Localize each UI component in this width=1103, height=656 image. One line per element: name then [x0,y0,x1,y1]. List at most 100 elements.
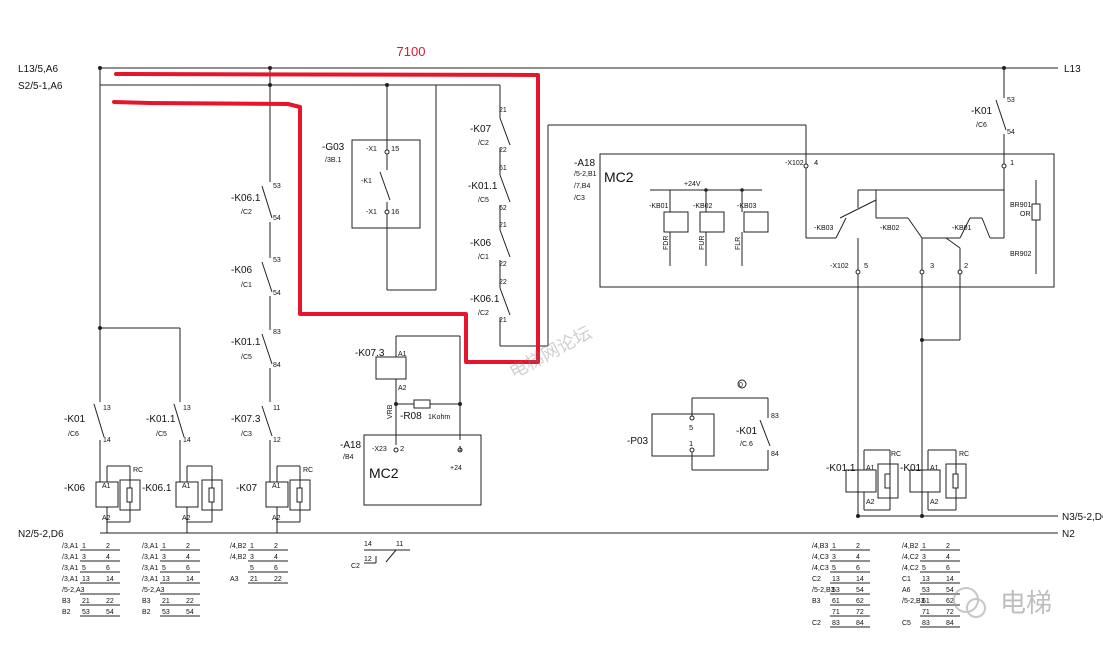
coil-k01-right-label: -K01 [900,463,922,474]
xref-pin-a: 3 [922,554,926,561]
svg-text:-K1: -K1 [361,178,372,185]
svg-text:RC: RC [303,467,313,474]
xref-pin-b: 4 [274,554,278,561]
svg-text:22: 22 [499,279,507,286]
rail-label-l13-right: L13 [1064,64,1081,75]
xref-pin-a: 5 [82,565,86,572]
svg-text:-X23: -X23 [372,446,387,453]
watermark-wechat: 电梯 [953,587,1052,618]
r08-label: -R08 [400,411,422,422]
svg-text:A1: A1 [398,351,407,358]
watermark-forum: 电梯网论坛 [506,322,595,382]
rail-s2: S2/5-1,A6 [18,81,440,92]
xref-pin-b: 6 [856,565,860,572]
xref-pin-b: 84 [946,620,954,627]
xref-ref: A3 [230,576,239,583]
xref-pin-b: 54 [106,609,114,616]
wire-chain-to-a18 [547,124,809,346]
xref-ref: /5-2,B3 [902,598,925,605]
xref-pin-b: 14 [946,576,954,583]
xref-pin-a: 71 [832,609,840,616]
xref-pin-b: 72 [856,609,864,616]
svg-text:/C2: /C2 [241,209,252,216]
xref-pin-a: 1 [162,543,166,550]
rail-label-s2: S2/5-1,A6 [18,81,63,92]
block-p03: 0 5 1 -P03 83 84 -K01 /C.6 [627,379,779,471]
svg-text:/C6: /C6 [68,431,79,438]
xref-row: 71 72 [830,609,870,617]
svg-text:A1: A1 [182,483,191,490]
xref-ref: B3 [62,598,71,605]
svg-text:14: 14 [103,437,111,444]
rail-l13: L13/5,A6 L13 [18,64,1081,75]
xref-ref: C1 [902,576,911,583]
svg-text:22: 22 [499,147,507,154]
svg-text:-KB01: -KB01 [649,203,669,210]
k01-1-chain-label: -K01.1 [468,181,498,192]
xref-pin-b: 6 [106,565,110,572]
svg-text:54: 54 [1007,129,1015,136]
xref-pin-a: 5 [922,565,926,572]
coil-k01-1-right: A1 A2 RC -K01.1 [826,449,901,511]
svg-text:/C6: /C6 [976,122,987,129]
svg-text:-KB01: -KB01 [952,225,972,232]
svg-text:A2: A2 [102,515,111,522]
svg-text:电梯: 电梯 [1000,588,1052,618]
svg-text:54: 54 [273,215,281,222]
k01-left-label: -K01 [64,414,86,425]
svg-text:1: 1 [689,439,693,448]
svg-text:5: 5 [689,423,693,432]
xref-pin-b: 62 [856,598,864,605]
block-a18-upper: -A18 /5-2,B1 /7,B4 /C3 MC2 -X102 4 1 +24… [574,153,1055,288]
rail-label-l13: L13/5,A6 [18,64,58,75]
xref-pin-b: 54 [186,609,194,616]
a18-upper-label: -A18 [574,158,596,169]
xref-pin-b: 6 [274,565,278,572]
xref-pin-a: 53 [922,587,930,594]
svg-text:FLR: FLR [735,237,742,250]
svg-text:/C2: /C2 [478,140,489,147]
svg-text:A1: A1 [102,483,111,490]
k06-1-chain-label: -K06.1 [470,294,500,305]
coil-k06-1-label: -K06.1 [142,483,172,494]
svg-text:/5-2,B1: /5-2,B1 [574,171,597,178]
svg-text:A2: A2 [866,499,875,506]
svg-text:3: 3 [930,261,934,270]
xref-ref: B3 [142,598,151,605]
svg-text:21: 21 [499,222,507,229]
xref-pin-b: 2 [274,543,278,550]
svg-text:OR: OR [1020,211,1031,218]
xref-pin-a: 83 [922,620,930,627]
svg-text:21: 21 [499,107,507,114]
contact-c2: 14 11 12 C2 [351,541,410,570]
rail-label-n3: N3/5-2,D6 [1062,512,1103,523]
svg-text:-X1: -X1 [366,209,377,216]
svg-text:/C5: /C5 [241,354,252,361]
svg-text:+24: +24 [450,465,462,472]
svg-text:12: 12 [364,556,372,563]
svg-text:11: 11 [273,405,280,412]
xref-pin-a: 5 [250,565,254,572]
xref-pin-a: 13 [162,576,170,583]
svg-text:84: 84 [771,451,779,458]
xref-ref: C5 [902,620,911,627]
k06-1-col-label: -K06.1 [231,193,261,204]
svg-text:53: 53 [273,183,281,190]
svg-text:/B4: /B4 [343,454,354,461]
svg-text:A2: A2 [398,385,407,392]
xref-pin-a: 1 [922,543,926,550]
svg-text:A2: A2 [272,515,281,522]
